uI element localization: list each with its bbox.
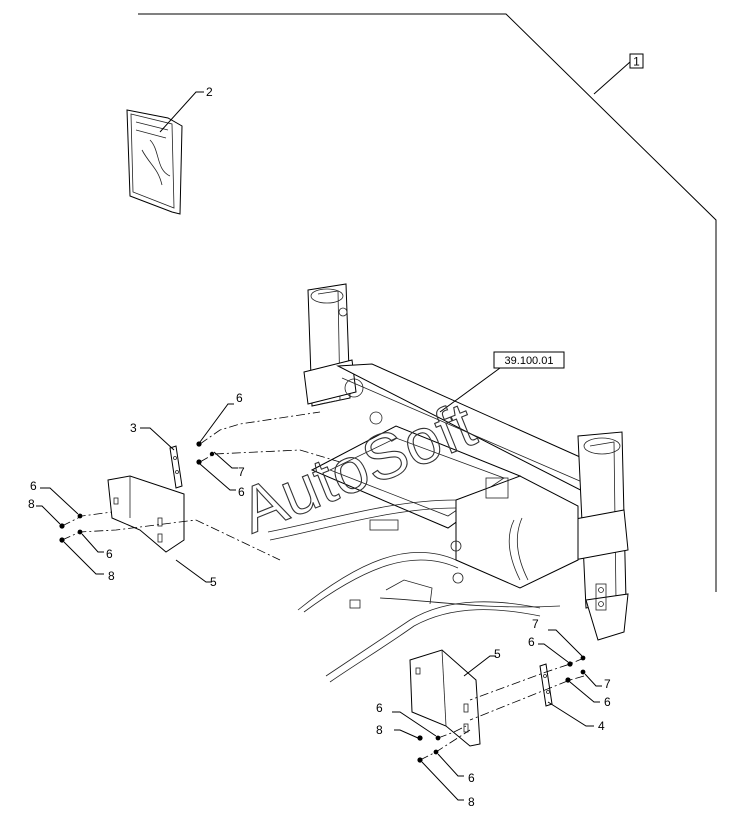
washer-right-low-b: [433, 749, 439, 755]
bolt-right-mid: [580, 669, 586, 675]
leader-r-8b: [421, 761, 464, 801]
dash-left-upper: [199, 411, 321, 445]
callout-3: 3: [130, 421, 137, 435]
leader-r-8a: [394, 729, 419, 739]
leader-r-6d: [437, 753, 464, 777]
leader-l-6c: [40, 487, 79, 515]
washer-left-outer-b: [77, 529, 83, 535]
leader-l-6b: [199, 463, 236, 491]
bolt-left: [209, 451, 215, 457]
nut-left-a: [59, 523, 65, 529]
callout-8-r-b: 8: [468, 795, 475, 809]
callout-7-r-top: 7: [532, 617, 539, 631]
dash-left-outer-b: [61, 519, 281, 561]
nut-right-b: [417, 757, 423, 763]
shield-left-part: [107, 475, 185, 553]
callout-6-r-low-b: 6: [468, 771, 475, 785]
callout-5-right: 5: [494, 647, 501, 661]
leader-l-6d: [81, 533, 104, 553]
leader-r-7a: [548, 629, 583, 657]
callout-6-r-mid: 6: [604, 695, 611, 709]
manual-leader: [159, 91, 204, 133]
callout-7-l: 7: [238, 465, 245, 479]
callout-8-r-a: 8: [376, 723, 383, 737]
callout-7-r-mid: 7: [604, 677, 611, 691]
callout-6-r-low-a: 6: [376, 701, 383, 715]
washer-left-top: [196, 441, 202, 447]
reference-callout: 39.100.01: [505, 355, 554, 367]
callout-6-l-outer-a: 6: [30, 479, 37, 493]
dash-right-upper: [469, 657, 585, 701]
assembly-bracket-line: [138, 13, 717, 592]
assembly-callout: 1: [633, 55, 640, 69]
bracket-left-part: [169, 445, 183, 489]
washer-left-outer-a: [77, 513, 83, 519]
dash-left-outer-a: [61, 511, 113, 527]
leader-r-6a: [538, 643, 569, 663]
nut-left-b: [59, 537, 65, 543]
shield-left-leader: [175, 559, 212, 583]
leader-l-8a: [36, 505, 61, 525]
callout-6-l-mid: 6: [238, 485, 245, 499]
dash-right-mid: [469, 675, 585, 721]
shield-right-part: [409, 649, 481, 747]
dash-right-low-a: [437, 725, 467, 739]
washer-right-top: [567, 661, 573, 667]
bracket-right-leader: [547, 701, 594, 727]
washer-left-mid: [196, 459, 202, 465]
leader-r-7b: [584, 673, 602, 687]
bracket-left-leader: [140, 427, 175, 451]
leader-r-6b: [569, 681, 600, 703]
callout-2: 2: [206, 85, 213, 99]
callout-8-l-b: 8: [108, 569, 115, 583]
operator-manual-part: [126, 109, 183, 215]
leader-r-6c: [392, 711, 437, 737]
washer-right-mid: [565, 677, 571, 683]
leader-l-8b: [63, 541, 104, 575]
assembly-leader: [593, 61, 631, 95]
bolt-right-top: [580, 655, 586, 661]
callout-8-l-a: 8: [28, 497, 35, 511]
shield-right-leader: [463, 655, 496, 677]
callout-6-r-top: 6: [528, 635, 535, 649]
reference-leader: [439, 367, 501, 413]
dash-left-mid: [199, 449, 341, 463]
reference-callout-box: [493, 351, 565, 369]
callout-6-l-outer-b: 6: [106, 547, 113, 561]
callout-4: 4: [598, 719, 605, 733]
callout-6-l-top: 6: [236, 391, 243, 405]
leader-l-7: [213, 451, 238, 469]
leader-l-6a: [199, 403, 234, 443]
callout-5-left: 5: [210, 575, 217, 589]
machine-frame: [267, 283, 629, 683]
nut-right-a: [417, 735, 423, 741]
assembly-callout-box: [629, 53, 644, 69]
washer-right-low-a: [435, 735, 441, 741]
